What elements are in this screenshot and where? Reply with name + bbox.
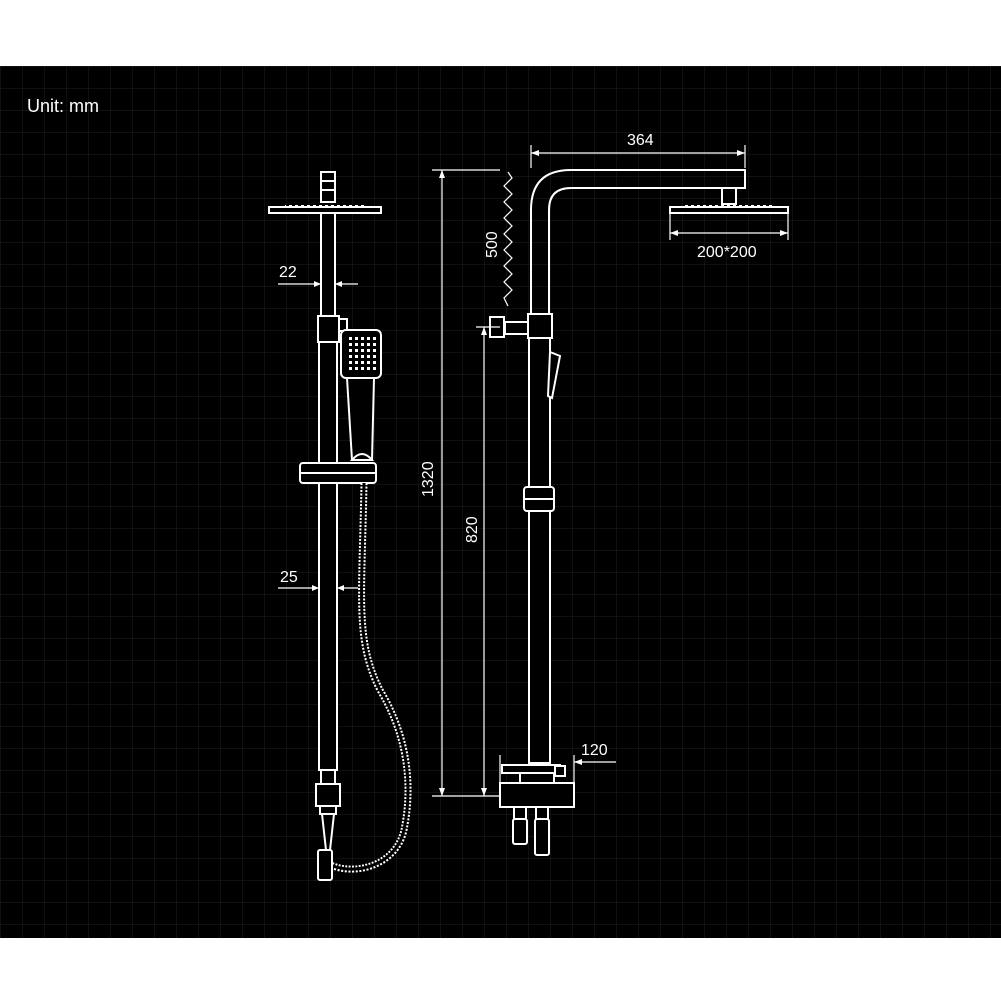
side-head-connector — [721, 187, 737, 205]
side-head-nozzles — [685, 203, 773, 208]
mixer-inlet-left — [512, 818, 528, 845]
drawing-frame: Unit: mm 22 — [0, 66, 1001, 938]
dim-mixer-width: 120 — [581, 742, 608, 759]
dim-pipe-top: 22 — [279, 264, 297, 281]
front-view: 22 25 — [268, 171, 412, 881]
front-top-connector — [320, 171, 336, 203]
dim-total-height: 1320 — [420, 461, 437, 497]
mixer-inlet-right — [534, 818, 550, 856]
side-overhead-arm — [530, 169, 746, 316]
hose-connector — [317, 849, 333, 881]
technical-drawing: Unit: mm 22 — [0, 66, 1001, 938]
hand-shower-nozzles — [346, 335, 376, 373]
break-line — [503, 171, 513, 307]
unit-label: Unit: mm — [27, 96, 99, 116]
mixer-body — [499, 782, 575, 808]
dim-arm-length: 364 — [627, 132, 654, 149]
dim-holder-height: 820 — [464, 516, 481, 543]
side-holder-bracket — [504, 321, 529, 335]
dim-head-size: 200*200 — [697, 244, 757, 261]
front-holder-collar — [317, 315, 340, 343]
front-head-nozzles — [285, 203, 365, 208]
front-upper-pipe — [320, 212, 336, 317]
front-bottom-nut — [320, 769, 336, 785]
side-holder-collar — [527, 313, 553, 339]
mixer-handle — [554, 765, 566, 777]
dim-top-section: 500 — [484, 231, 501, 258]
front-lower-pipe — [318, 341, 338, 771]
side-hand-shower — [546, 350, 562, 400]
hand-shower-handle — [345, 377, 376, 461]
side-view: 364 200*200 1320 500 820 120 — [420, 132, 789, 856]
dim-pipe-lower: 25 — [280, 569, 298, 586]
front-bottom-outlet — [315, 783, 341, 807]
side-lower-pipe — [528, 337, 551, 764]
